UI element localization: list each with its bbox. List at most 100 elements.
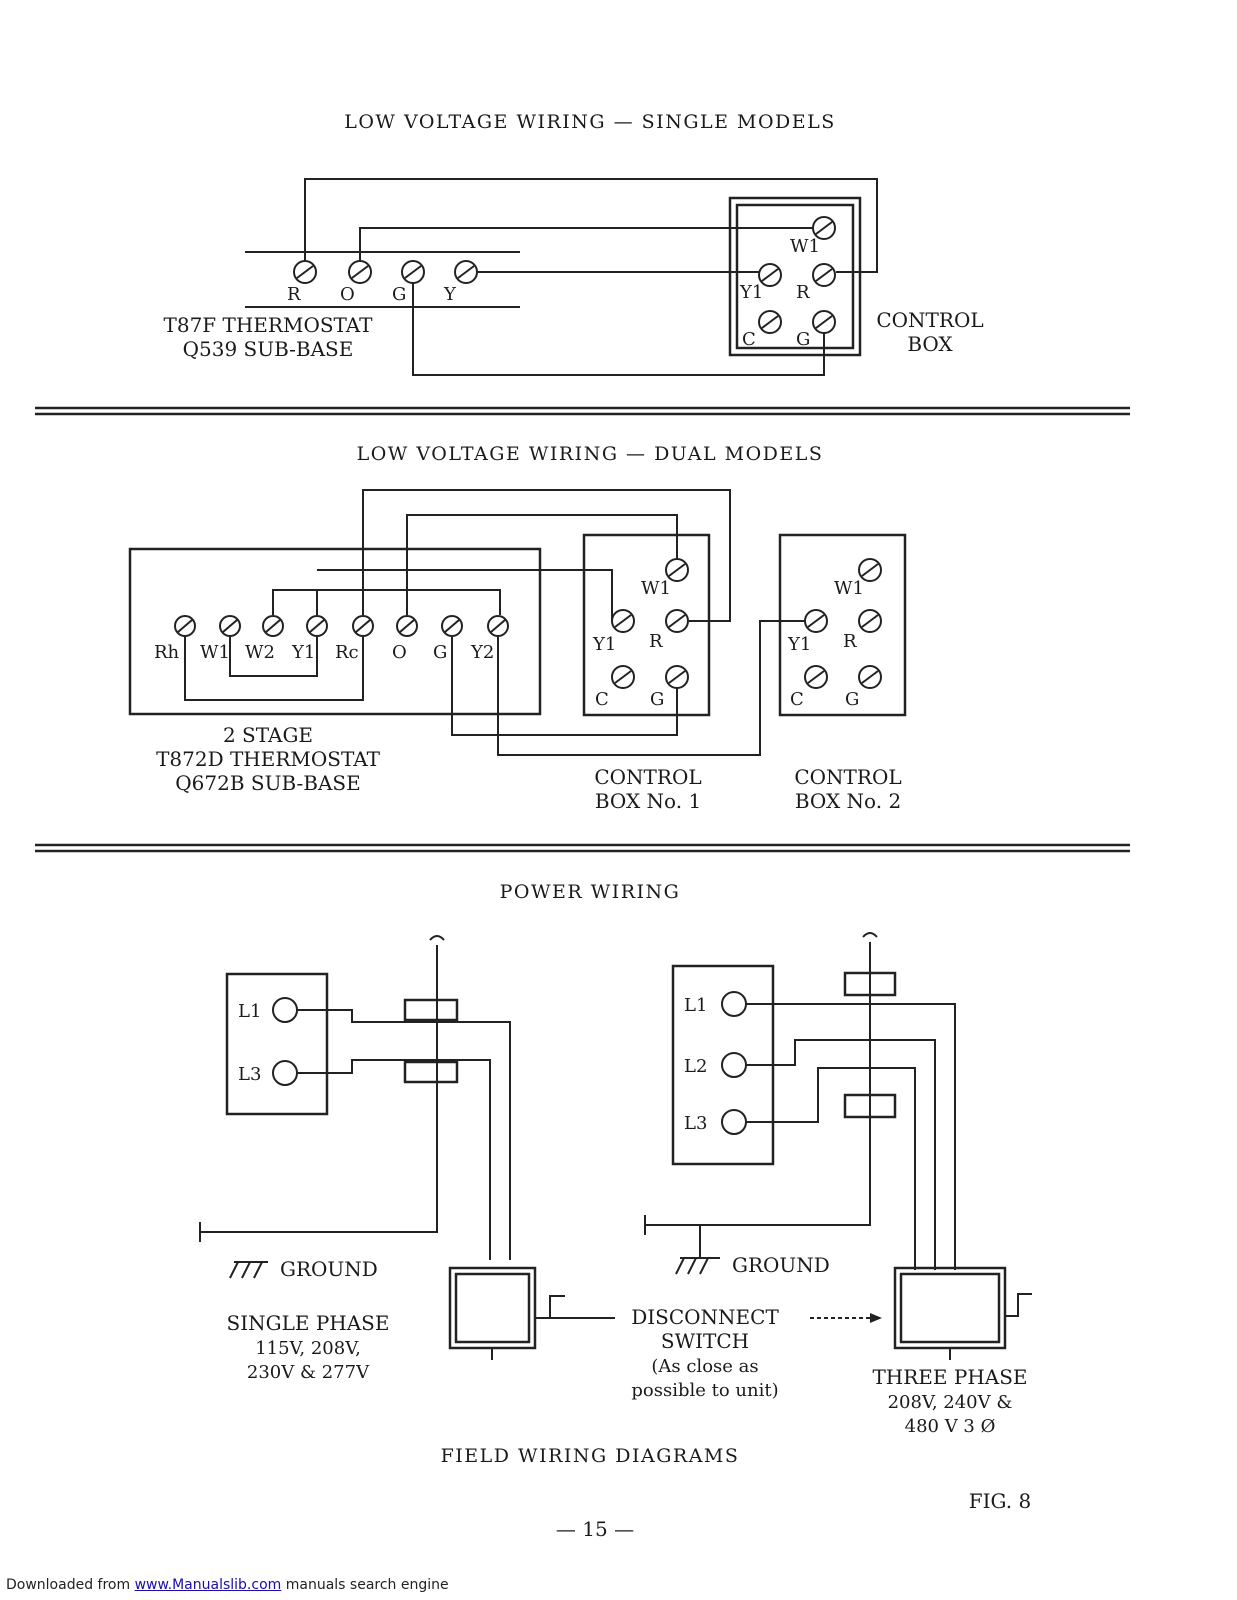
terminal-label: W1 xyxy=(200,642,230,663)
thermostat-caption: T87F THERMOSTAT xyxy=(164,313,374,337)
thermostat-caption: T872D THERMOSTAT xyxy=(156,747,381,771)
terminal-label: Y xyxy=(443,284,457,305)
manualslib-link[interactable]: www.Manualslib.com xyxy=(134,1577,282,1593)
terminal-label: Rh xyxy=(154,642,180,663)
single-phase-unit: L1 L3 GROUND SINGLE PHASE 115V, 208V, 23… xyxy=(199,935,511,1383)
ground-label: GROUND xyxy=(732,1253,830,1277)
screw-terminal xyxy=(293,260,317,284)
terminal-label: R xyxy=(649,631,663,652)
screw-terminal xyxy=(665,609,689,633)
control-box-caption: BOX No. 1 xyxy=(595,789,701,813)
screw-terminal xyxy=(441,615,463,637)
ground-label: GROUND xyxy=(280,1257,378,1281)
screw-terminal xyxy=(306,615,328,637)
three-phase-caption: 480 V 3 Ø xyxy=(905,1416,996,1437)
screw-terminal xyxy=(454,260,478,284)
terminal-label: W1 xyxy=(790,236,820,257)
terminal-label: Y1 xyxy=(592,634,616,655)
dual-thermostat: Rh W1 W2 Y1 Rc O G Y2 2 STAGE T872D THER… xyxy=(128,547,542,795)
terminal-label: W1 xyxy=(834,578,864,599)
terminal-label: W1 xyxy=(641,578,671,599)
terminal-label: G xyxy=(796,329,810,350)
download-footer: Downloaded from www.Manualslib.com manua… xyxy=(6,1577,449,1593)
thermostat-caption: Q539 SUB-BASE xyxy=(183,337,354,361)
power-wiring-title: POWER WIRING xyxy=(500,881,681,903)
screw-terminal xyxy=(174,615,196,637)
terminal-circle xyxy=(272,1060,298,1086)
screw-terminal xyxy=(487,615,509,637)
terminal-label: G xyxy=(650,689,664,710)
terminal-label: Y2 xyxy=(470,642,494,663)
control-box-caption: CONTROL xyxy=(794,765,901,789)
control-box-caption: BOX xyxy=(907,332,953,356)
terminal-label: G xyxy=(392,284,406,305)
single-control-box: W1 Y1 R C G CONTROL BOX xyxy=(728,196,984,357)
screw-terminal xyxy=(352,615,374,637)
single-wires xyxy=(304,178,878,376)
terminal-label: R xyxy=(796,282,810,303)
control-box-caption: CONTROL xyxy=(876,308,983,332)
terminal-label: C xyxy=(595,689,609,710)
terminal-circle xyxy=(721,1052,747,1078)
three-phase-caption: 208V, 240V & xyxy=(888,1392,1013,1413)
field-wiring-diagrams-title: FIELD WIRING DIAGRAMS xyxy=(441,1445,740,1467)
single-phase-caption: 230V & 277V xyxy=(247,1362,370,1383)
terminal-label: L3 xyxy=(238,1064,261,1085)
terminal-label: Y1 xyxy=(787,634,811,655)
dual-control-box-2: W1 Y1 R C G CONTROL BOX No. 2 xyxy=(778,533,907,813)
disconnect-switch-left xyxy=(448,1266,615,1360)
terminal-circle xyxy=(721,991,747,1017)
terminal-label: G xyxy=(433,642,447,663)
screw-terminal xyxy=(804,609,828,633)
screw-terminal xyxy=(611,665,635,689)
switch-caption: DISCONNECT xyxy=(631,1305,779,1329)
terminal-label: Y1 xyxy=(739,282,763,303)
thermostat-caption: 2 STAGE xyxy=(223,723,313,747)
single-models-title: LOW VOLTAGE WIRING — SINGLE MODELS xyxy=(344,111,836,133)
terminal-label: G xyxy=(845,689,859,710)
screw-terminal xyxy=(348,260,372,284)
terminal-circle xyxy=(272,997,298,1023)
screw-terminal xyxy=(858,558,882,582)
single-thermostat: R O G Y T87F THERMOSTAT Q539 SUB-BASE xyxy=(164,251,520,361)
thermostat-caption: Q672B SUB-BASE xyxy=(175,771,360,795)
dual-wires xyxy=(184,489,805,756)
terminal-label: Y1 xyxy=(291,642,315,663)
terminal-label: R xyxy=(843,631,857,652)
page-number: — 15 — xyxy=(556,1517,634,1541)
screw-terminal xyxy=(262,615,284,637)
terminal-label: W2 xyxy=(245,642,275,663)
terminal-circle xyxy=(721,1109,747,1135)
three-phase-unit: L1 L2 L3 GROUND THREE PHASE 208V, 240V &… xyxy=(644,932,1028,1437)
disconnect-switch-caption: DISCONNECT SWITCH (As close as possible … xyxy=(631,1305,779,1401)
dual-models-title: LOW VOLTAGE WIRING — DUAL MODELS xyxy=(357,443,824,465)
screw-terminal xyxy=(858,665,882,689)
terminal-label: O xyxy=(392,642,407,663)
terminal-label: L2 xyxy=(684,1056,707,1077)
three-phase-caption: THREE PHASE xyxy=(872,1365,1027,1389)
figure-label: FIG. 8 xyxy=(969,1489,1031,1513)
screw-terminal xyxy=(611,609,635,633)
download-suffix: manuals search engine xyxy=(281,1577,449,1593)
terminal-label: L3 xyxy=(684,1113,707,1134)
screw-terminal xyxy=(812,216,836,240)
download-prefix: Downloaded from xyxy=(6,1577,135,1593)
screw-terminal xyxy=(804,665,828,689)
arrow-head xyxy=(870,1313,882,1323)
switch-caption: possible to unit) xyxy=(631,1380,778,1401)
terminal-label: L1 xyxy=(684,995,707,1016)
terminal-label: L1 xyxy=(238,1001,261,1022)
dual-control-box-1: W1 Y1 R C G CONTROL BOX No. 1 xyxy=(582,533,711,813)
control-box-caption: CONTROL xyxy=(594,765,701,789)
screw-terminal xyxy=(396,615,418,637)
switch-caption: (As close as xyxy=(651,1356,758,1377)
terminal-label: R xyxy=(287,284,301,305)
terminal-label: C xyxy=(742,329,756,350)
terminal-label: O xyxy=(340,284,355,305)
screw-terminal xyxy=(758,310,782,334)
screw-terminal xyxy=(219,615,241,637)
single-phase-caption: SINGLE PHASE xyxy=(227,1311,390,1335)
switch-caption: SWITCH xyxy=(661,1329,749,1353)
screw-terminal xyxy=(812,310,836,334)
